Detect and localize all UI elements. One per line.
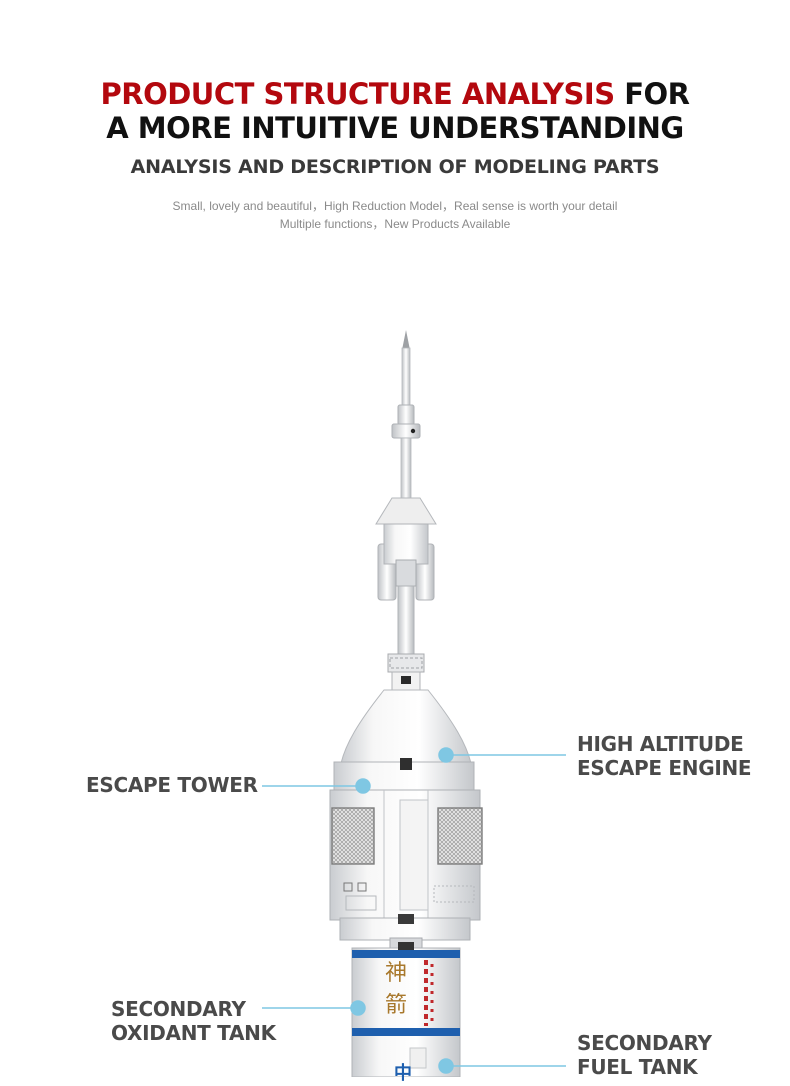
- callout-lines: [262, 747, 566, 1074]
- title-line-1: PRODUCT STRUCTURE ANALYSIS FOR: [0, 76, 790, 112]
- tower-motor-cluster: [375, 497, 437, 691]
- label-secondary-fuel-tank: SECONDARY FUEL TANK: [577, 1031, 712, 1079]
- tagline-2: Multiple functions，New Products Availabl…: [279, 217, 511, 231]
- upper-stage-body: [351, 942, 461, 1077]
- label-line-1: SECONDARY: [111, 997, 246, 1021]
- escape-engine-module: [329, 758, 483, 949]
- label-secondary-oxidant-tank: SECONDARY OXIDANT TANK: [111, 997, 276, 1045]
- tagline-1: Small, lovely and beautiful，High Reducti…: [172, 199, 618, 213]
- label-line-1: HIGH ALTITUDE: [577, 732, 744, 756]
- label-line-2: OXIDANT TANK: [111, 1021, 276, 1045]
- title-red-part: PRODUCT STRUCTURE ANALYSIS: [100, 77, 615, 111]
- title-line-2: A MORE INTUITIVE UNDERSTANDING: [106, 111, 684, 145]
- label-line-2: ESCAPE ENGINE: [577, 756, 752, 780]
- escape-tower-spike: [391, 330, 421, 499]
- label-line-2: FUEL TANK: [577, 1055, 698, 1079]
- chinese-char-shen: 神: [385, 961, 407, 986]
- label-line-1: SECONDARY: [577, 1031, 712, 1055]
- chinese-char-jian: 箭: [385, 993, 407, 1018]
- chinese-char-zhong: 中: [394, 1063, 412, 1084]
- label-escape-tower: ESCAPE TOWER: [86, 773, 258, 797]
- section-subtitle: ANALYSIS AND DESCRIPTION OF MODELING PAR…: [130, 156, 660, 178]
- label-high-altitude-escape-engine: HIGH ALTITUDE ESCAPE ENGINE: [577, 732, 752, 780]
- title-black-part: FOR: [624, 77, 690, 111]
